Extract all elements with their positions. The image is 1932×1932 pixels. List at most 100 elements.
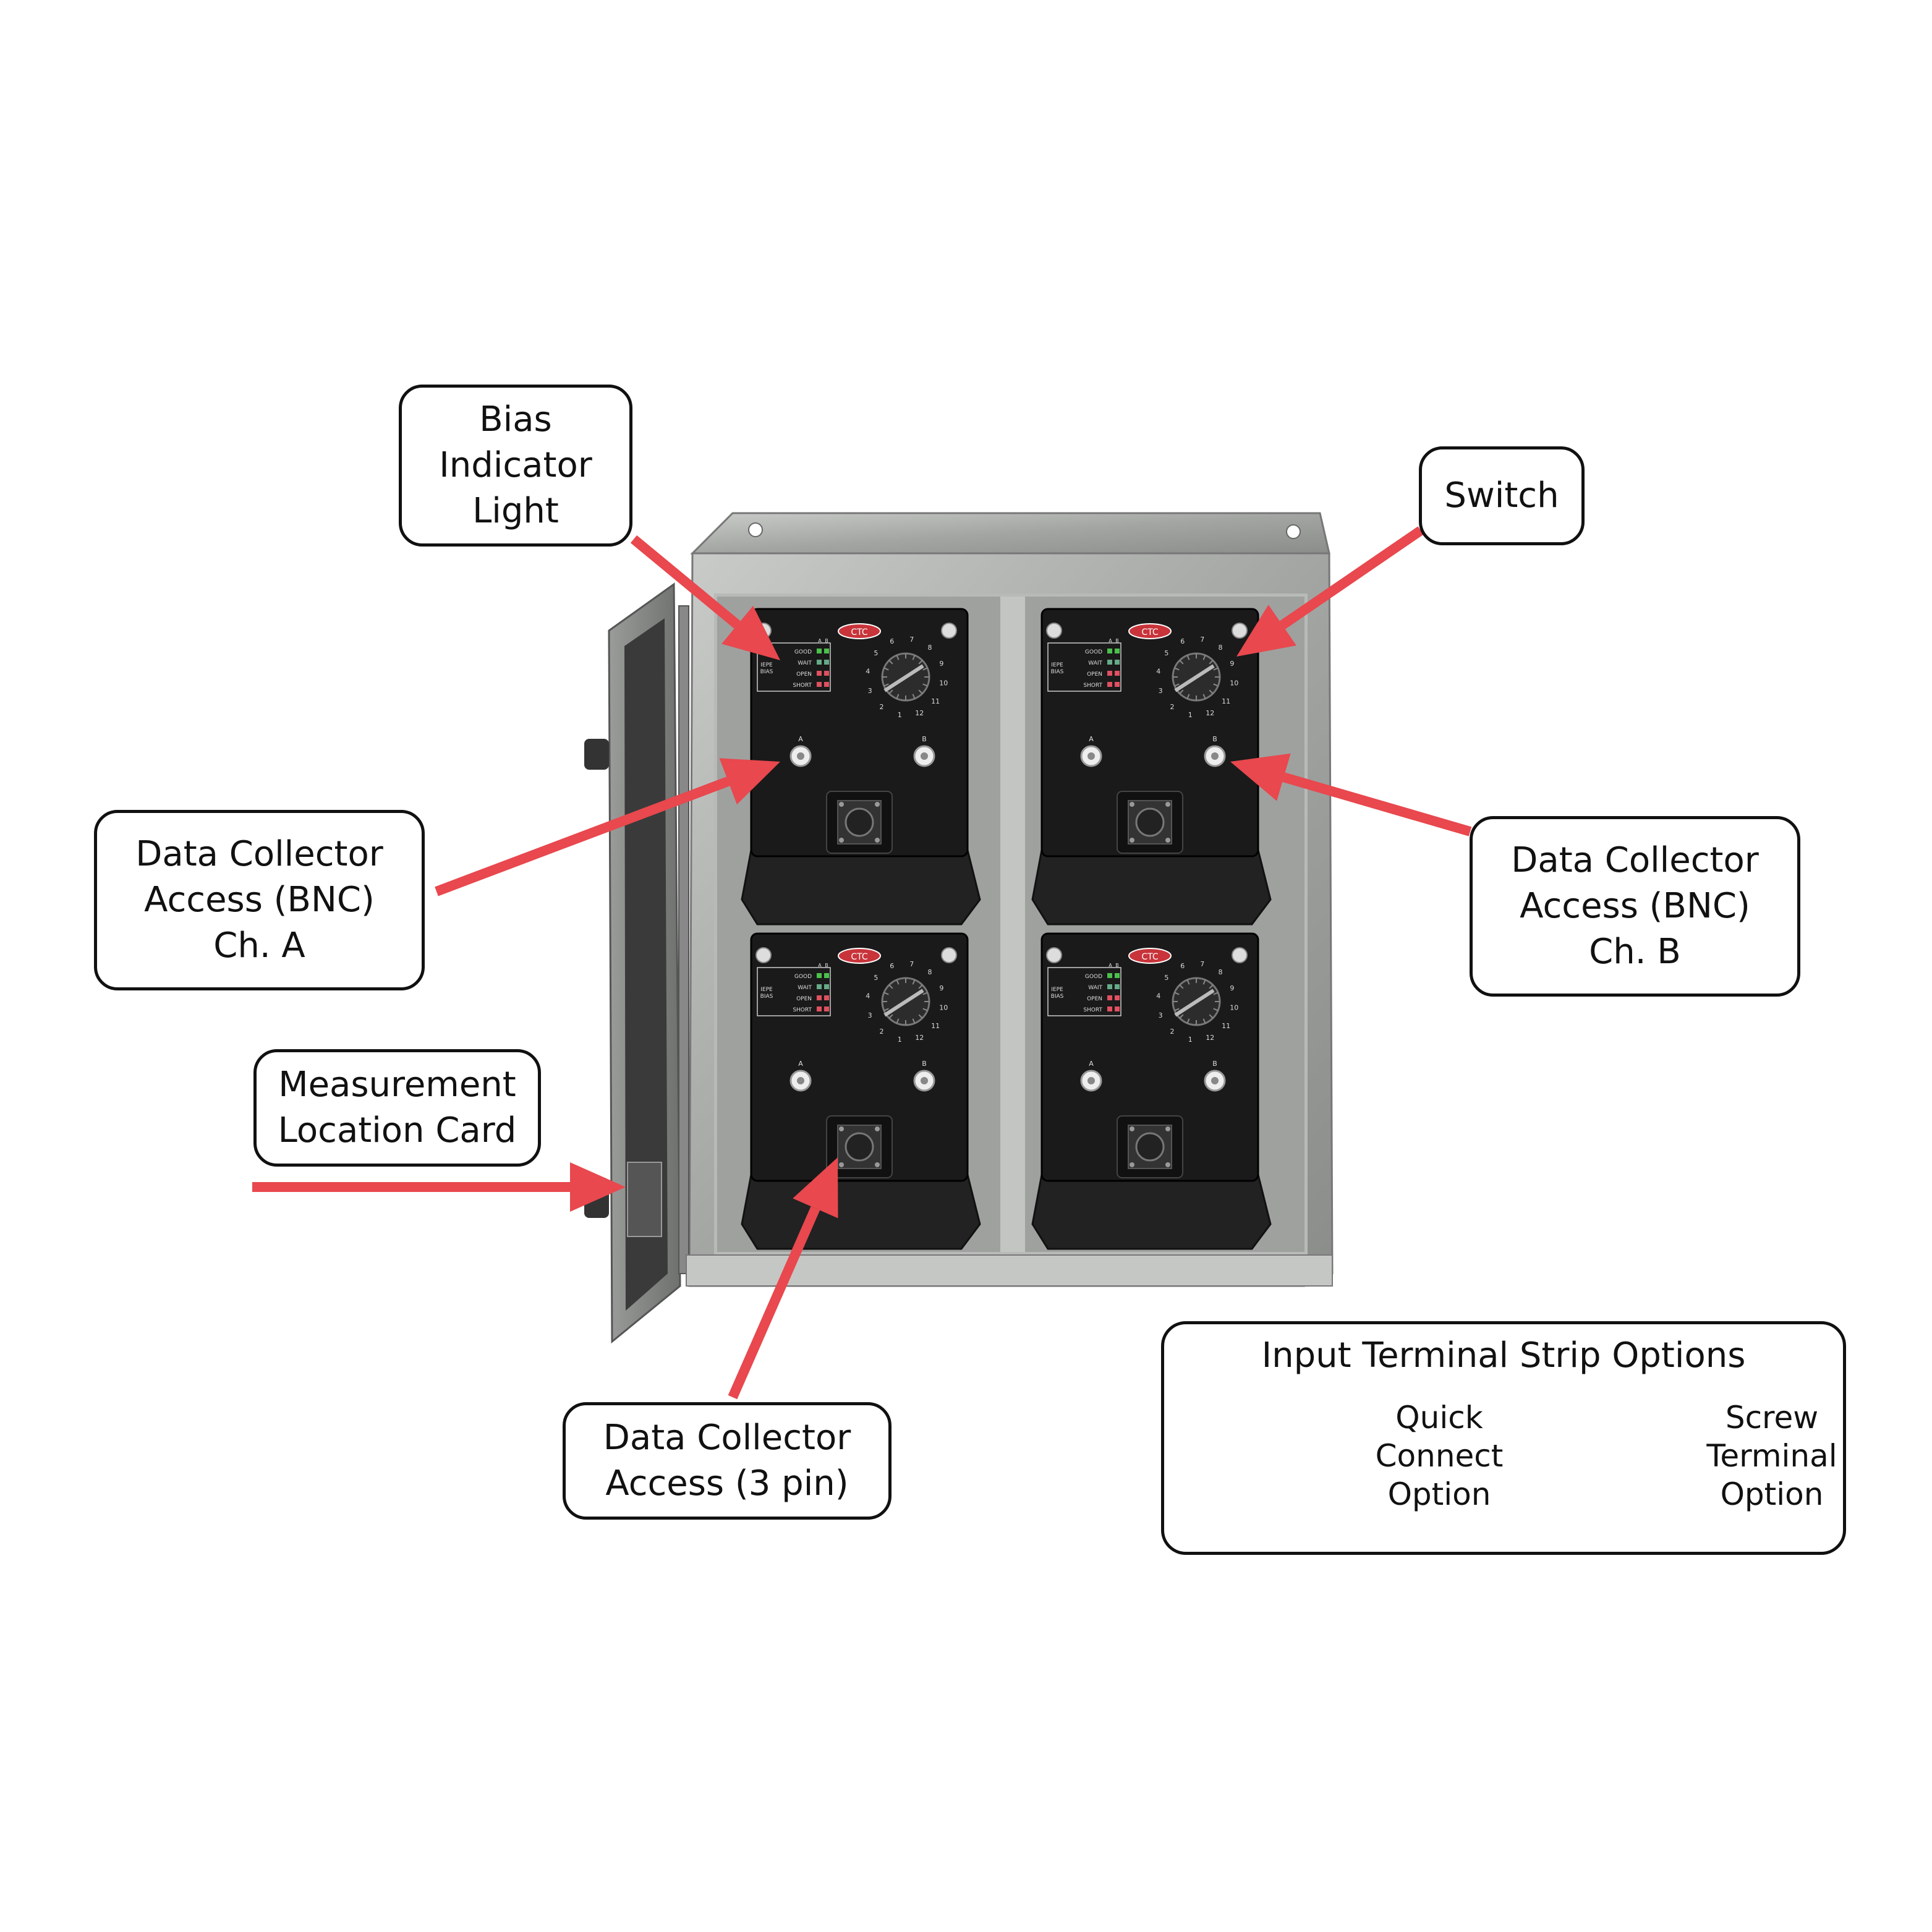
dial-pointer bbox=[883, 664, 924, 692]
brand-logo-text: CTC bbox=[851, 628, 868, 637]
dial-number: 8 bbox=[1219, 968, 1223, 976]
flange-screw bbox=[839, 802, 844, 807]
flange-screw bbox=[839, 1126, 844, 1131]
brand-logo bbox=[1128, 623, 1172, 639]
dial-knurl bbox=[922, 683, 928, 687]
led-state-label: SHORT bbox=[1083, 683, 1102, 689]
dial-knurl bbox=[918, 689, 923, 694]
dial-pointer bbox=[1174, 664, 1215, 692]
led-state-label: SHORT bbox=[1083, 1007, 1102, 1013]
dial-knurl bbox=[1209, 984, 1214, 989]
dial-number: 3 bbox=[1159, 1011, 1163, 1019]
led-indicator-b bbox=[1115, 1006, 1120, 1011]
arrow-bnc-b-head bbox=[1230, 753, 1291, 801]
led-indicator-a bbox=[1107, 660, 1112, 665]
dial-knurl bbox=[1174, 1008, 1180, 1011]
arrow-bnc-b-shaft bbox=[1282, 772, 1472, 836]
bnc-pin-a bbox=[797, 752, 804, 760]
dial-knurl bbox=[1202, 1018, 1206, 1024]
dial-knurl bbox=[1209, 689, 1214, 694]
dial-knurl bbox=[1213, 683, 1219, 687]
brand-logo bbox=[1128, 948, 1172, 964]
dial-number: 12 bbox=[1206, 709, 1214, 717]
dial-knurl bbox=[883, 992, 889, 995]
dial-knurl bbox=[918, 660, 923, 665]
led-state-label: GOOD bbox=[794, 974, 812, 980]
led-indicator-b bbox=[824, 995, 829, 1000]
arrow-bias-indicator-head bbox=[721, 605, 780, 660]
arrow-three-pin bbox=[728, 1157, 838, 1400]
flange-screw bbox=[1165, 1126, 1170, 1131]
dial-knurl bbox=[896, 1018, 900, 1024]
arrow-measurement-card bbox=[252, 1162, 626, 1212]
dial-knurl bbox=[1202, 655, 1206, 660]
led-indicator-a bbox=[1107, 973, 1112, 978]
dial-knurl bbox=[1186, 1018, 1190, 1024]
dial-number: 5 bbox=[874, 649, 878, 657]
dial-knurl bbox=[1179, 1014, 1184, 1019]
dial-number: 5 bbox=[874, 974, 878, 982]
dial-number: 12 bbox=[915, 709, 924, 717]
bnc-label-b: B bbox=[1212, 735, 1217, 743]
brand-logo-text: CTC bbox=[1141, 628, 1159, 637]
dial-pointer bbox=[1174, 989, 1215, 1017]
led-indicator-a bbox=[817, 660, 822, 665]
arrow-bnc-a-head bbox=[719, 758, 780, 805]
bnc-pin-a bbox=[1087, 752, 1095, 760]
dial-number: 9 bbox=[939, 660, 943, 668]
dial-number: 6 bbox=[890, 962, 894, 970]
callout-bnc-channel-a: Data Collector Access (BNC) Ch. A bbox=[94, 810, 425, 990]
dial-number: 1 bbox=[1188, 711, 1193, 719]
led-state-label: OPEN bbox=[796, 671, 812, 678]
dial-knurl bbox=[1202, 694, 1206, 699]
dial-knurl bbox=[1179, 660, 1184, 665]
dial-knurl bbox=[1213, 1008, 1219, 1011]
three-pin-connector bbox=[1135, 807, 1165, 837]
callout-arrows bbox=[252, 526, 1472, 1400]
led-indicator-a bbox=[817, 649, 822, 653]
iepe-label: IEPE bbox=[760, 987, 773, 993]
flange-screw bbox=[1130, 838, 1134, 843]
arrow-bias-indicator bbox=[630, 535, 780, 660]
dial-knurl bbox=[922, 1008, 928, 1011]
dial-number: 1 bbox=[898, 711, 902, 719]
dial-knurl bbox=[1209, 660, 1214, 665]
dial-number: 9 bbox=[1230, 660, 1234, 668]
dial-number: 4 bbox=[1156, 667, 1160, 675]
dial-knurl bbox=[912, 655, 916, 660]
led-state-label: OPEN bbox=[796, 996, 812, 1002]
dial-knurl bbox=[888, 689, 893, 694]
flange-screw bbox=[875, 1162, 880, 1167]
led-indicator-a bbox=[817, 995, 822, 1000]
module-base bbox=[1031, 849, 1272, 926]
dial-number: 11 bbox=[931, 697, 940, 705]
dial-knurl bbox=[1209, 1014, 1214, 1019]
flange-screw bbox=[839, 838, 844, 843]
dial-knurl bbox=[918, 984, 923, 989]
led-indicator-b bbox=[1115, 671, 1120, 676]
dial-number: 8 bbox=[928, 644, 932, 652]
dial-number: 9 bbox=[939, 984, 943, 992]
measurement-location-card bbox=[627, 1162, 662, 1237]
dial-number: 7 bbox=[1200, 960, 1204, 968]
three-pin-connector bbox=[845, 807, 874, 837]
flange-screw bbox=[839, 1162, 844, 1167]
led-indicator-b bbox=[824, 1006, 829, 1011]
flange-screw bbox=[875, 802, 880, 807]
module-screw bbox=[1232, 623, 1248, 639]
led-indicator-b bbox=[824, 649, 829, 653]
led-col-b: B bbox=[825, 963, 828, 968]
led-table bbox=[757, 967, 831, 1016]
quick-connect-label: Quick Connect Option bbox=[1375, 1400, 1504, 1512]
dial-number: 10 bbox=[1230, 679, 1238, 687]
dial-knurl bbox=[922, 992, 928, 995]
led-indicator-b bbox=[1115, 649, 1120, 653]
led-indicator-a bbox=[1107, 1006, 1112, 1011]
dial-knurl bbox=[1186, 694, 1190, 699]
arrow-three-pin-shaft bbox=[728, 1206, 820, 1400]
callout-switch-text: Switch bbox=[1444, 475, 1559, 516]
enclosure-top-flange bbox=[690, 512, 1330, 555]
led-state-label: OPEN bbox=[1087, 671, 1102, 678]
dial-number: 3 bbox=[868, 687, 872, 695]
